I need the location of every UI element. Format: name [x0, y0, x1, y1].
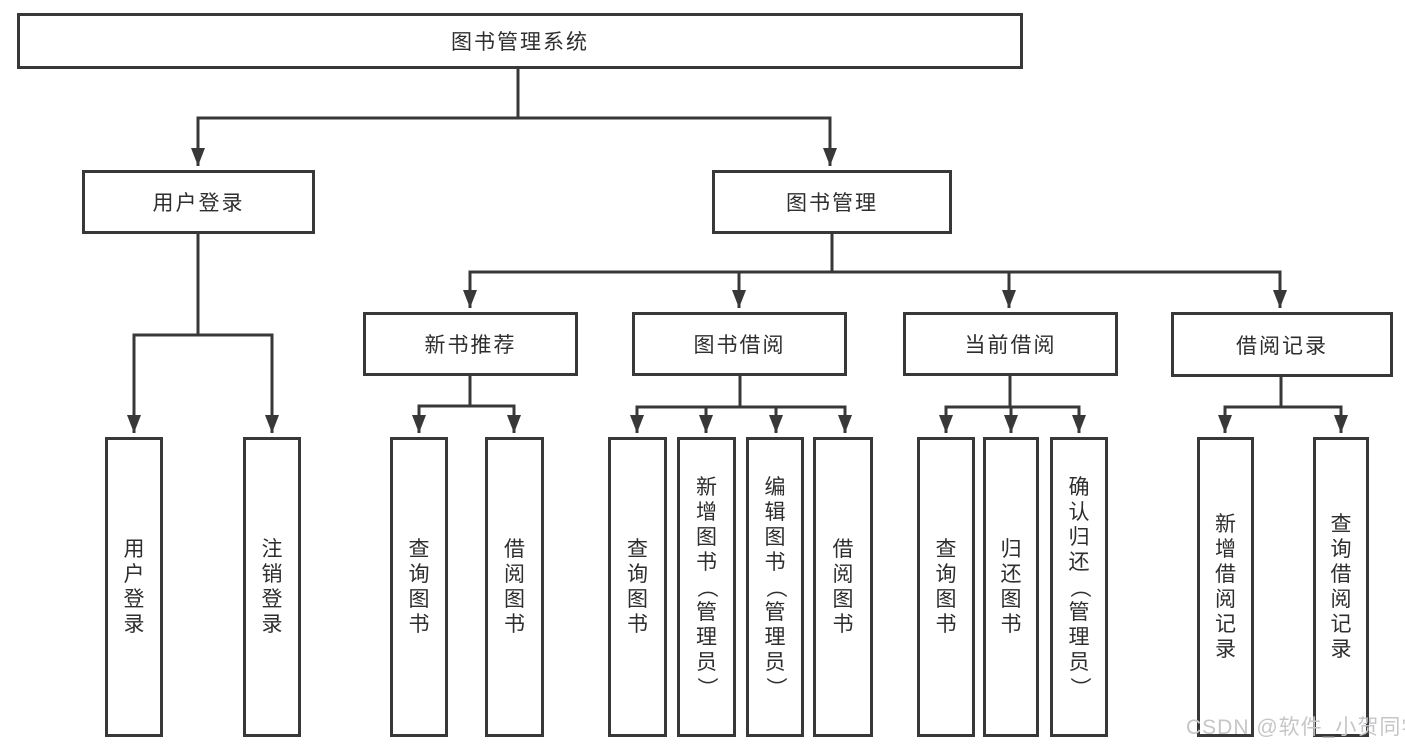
leaf-bb-query-books: 查询图书: [608, 437, 667, 737]
node-new-book-recommend: 新书推荐: [363, 312, 578, 376]
leaf-nbr-query-books-label: 查询图书: [408, 538, 430, 636]
leaf-bb-edit-book-admin-label: 编辑图书（管理员）: [763, 475, 787, 698]
node-root: 图书管理系统: [17, 13, 1023, 69]
leaf-br-query-record-label: 查询借阅记录: [1330, 513, 1352, 661]
leaf-user-login: 用户登录: [105, 437, 163, 737]
node-current-borrowing-label: 当前借阅: [964, 334, 1057, 357]
leaf-nbr-borrow-books: 借阅图书: [485, 437, 544, 737]
leaf-br-add-record-label: 新增借阅记录: [1215, 513, 1236, 661]
node-user-login: 用户登录: [82, 170, 315, 234]
leaf-cb-return-books-label: 归还图书: [1000, 538, 1022, 636]
leaf-cb-query-books-label: 查询图书: [935, 538, 957, 636]
node-root-label: 图书管理系统: [451, 31, 589, 54]
node-book-borrowing-label: 图书借阅: [693, 334, 786, 357]
leaf-user-login-label: 用户登录: [123, 538, 145, 636]
leaf-cb-confirm-return-admin: 确认归还（管理员）: [1050, 437, 1108, 737]
leaf-bb-add-book-admin-label: 新增图书（管理员）: [695, 475, 718, 698]
leaf-bb-query-books-label: 查询图书: [627, 538, 648, 636]
leaf-cb-return-books: 归还图书: [983, 437, 1039, 737]
node-new-book-recommend-label: 新书推荐: [424, 334, 517, 357]
node-book-management: 图书管理: [712, 170, 952, 234]
leaf-cb-query-books: 查询图书: [917, 437, 975, 737]
leaf-br-add-record: 新增借阅记录: [1197, 437, 1254, 737]
node-borrowing-records-label: 借阅记录: [1236, 334, 1328, 358]
connector-arrows: [127, 118, 1348, 433]
leaf-logout-label: 注销登录: [261, 538, 283, 636]
leaf-bb-edit-book-admin: 编辑图书（管理员）: [746, 437, 804, 737]
node-current-borrowing: 当前借阅: [903, 312, 1118, 376]
connector-trunks: [132, 68, 1343, 409]
leaf-br-query-record: 查询借阅记录: [1313, 437, 1369, 737]
leaf-bb-add-book-admin: 新增图书（管理员）: [677, 437, 736, 737]
leaf-logout: 注销登录: [243, 437, 301, 737]
node-borrowing-records: 借阅记录: [1171, 312, 1393, 377]
leaf-bb-borrow-books: 借阅图书: [813, 437, 873, 737]
node-book-borrowing: 图书借阅: [632, 312, 847, 376]
leaf-bb-borrow-books-label: 借阅图书: [832, 538, 854, 636]
node-user-login-label: 用户登录: [152, 192, 245, 215]
leaf-nbr-borrow-books-label: 借阅图书: [504, 538, 525, 636]
leaf-cb-confirm-return-admin-label: 确认归还（管理员）: [1067, 475, 1091, 698]
csdn-watermark: CSDN @软件_小贺同学: [1186, 716, 1405, 739]
node-book-management-label: 图书管理: [786, 192, 878, 215]
leaf-nbr-query-books: 查询图书: [390, 437, 448, 737]
